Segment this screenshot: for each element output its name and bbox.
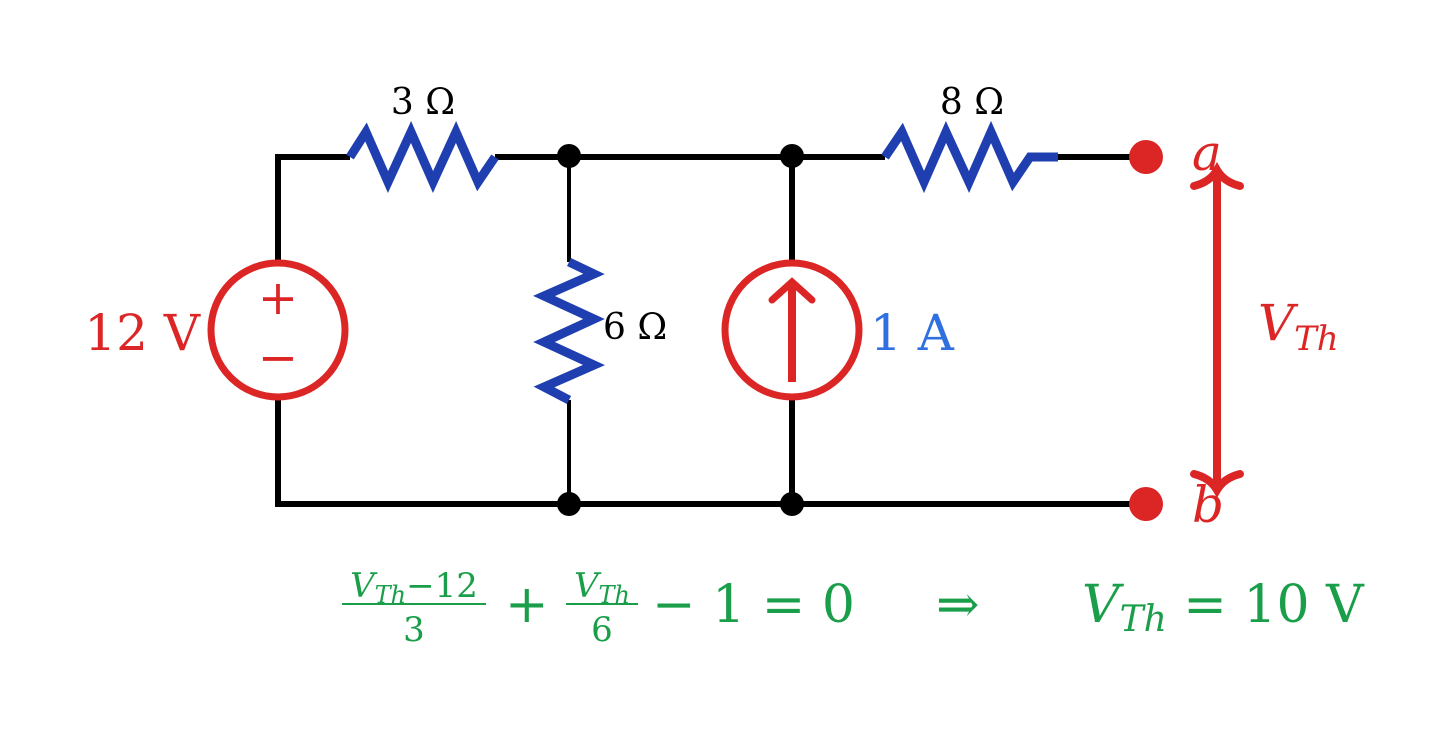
eq-plus: +	[505, 575, 549, 635]
vth-label-main: V	[1258, 294, 1299, 352]
current-source	[721, 259, 863, 401]
voltage-source-circle	[207, 259, 349, 401]
vth-label: VTh	[1258, 294, 1339, 359]
junction-nodes	[557, 144, 804, 516]
node-bottom-2	[780, 492, 804, 516]
frac1-num-v: V	[350, 566, 378, 606]
vth-label-sub: Th	[1294, 319, 1339, 359]
r3-label: 8 Ω	[940, 82, 1004, 123]
arrow-up-icon	[1190, 162, 1244, 190]
terminal-a-label: a	[1192, 124, 1222, 182]
voltage-source-plus: +	[258, 270, 298, 326]
wires	[275, 154, 1146, 507]
voltage-source-minus: −	[258, 330, 298, 386]
vth-double-arrow	[1190, 162, 1244, 498]
resistor-3ohm	[346, 121, 499, 193]
eq-result: VTh = 10 V	[1082, 575, 1365, 640]
r2-label: 6 Ω	[603, 307, 667, 348]
kcl-equation: VTh−12 3 + VTh 6 − 1 = 0 ⇒ VTh = 10 V	[342, 566, 1365, 650]
frac1-denominator: 3	[403, 610, 425, 650]
terminal-a-dot	[1129, 140, 1163, 174]
eq-rest: − 1 = 0	[652, 575, 855, 635]
terminal-b-dot	[1129, 487, 1163, 521]
voltage-source: + −	[207, 259, 349, 401]
voltage-source-label: 12 V	[84, 304, 201, 362]
resistor-6ohm	[533, 257, 605, 404]
frac2-num-v: V	[574, 566, 602, 606]
node-bottom-1	[557, 492, 581, 516]
frac1-numerator: VTh−12	[350, 566, 478, 609]
node-top-1	[557, 144, 581, 168]
eq-implies: ⇒	[936, 575, 980, 635]
r1-label: 3 Ω	[391, 82, 455, 123]
frac1-num-rest: −12	[406, 566, 478, 606]
terminal-b-label: b	[1192, 476, 1224, 534]
frac2-numerator: VTh	[574, 566, 630, 609]
result-v: V	[1082, 575, 1124, 635]
current-source-circle	[721, 259, 863, 401]
resistor-8ohm	[881, 120, 1058, 194]
frac2-denominator: 6	[591, 610, 613, 650]
arrow-down-icon	[1190, 470, 1244, 498]
result-sub: Th	[1120, 599, 1167, 640]
result-rest: = 10 V	[1167, 575, 1365, 635]
node-top-2	[780, 144, 804, 168]
arrow-up-icon	[768, 277, 816, 304]
current-source-label: 1 A	[870, 304, 955, 362]
